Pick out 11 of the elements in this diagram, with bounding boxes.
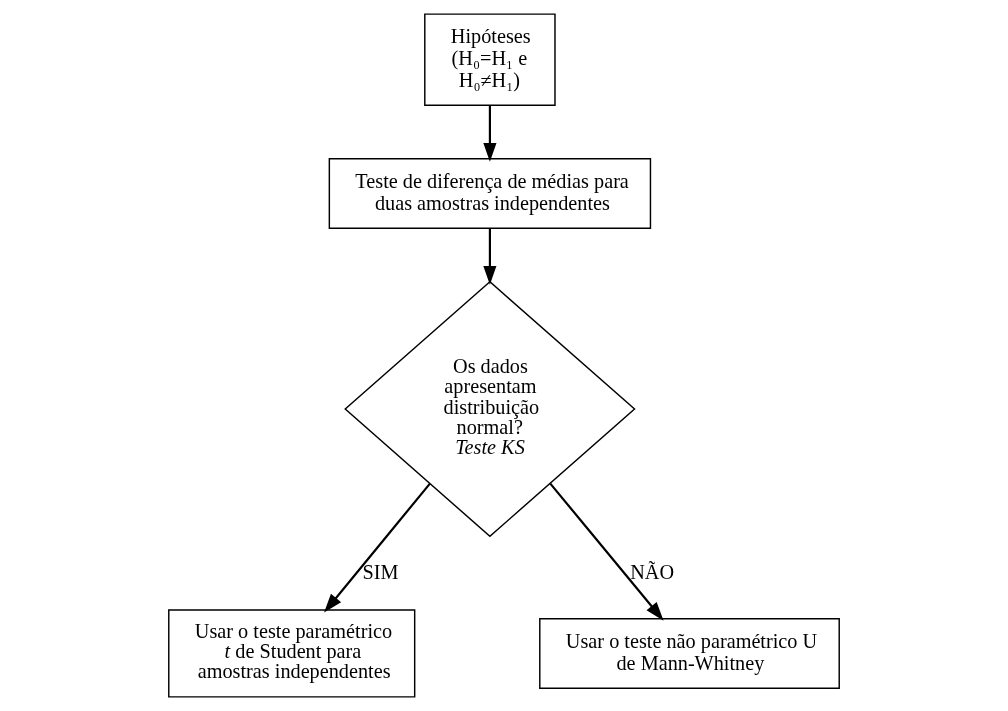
node-box: Hipóteses (H₀=H₁ e H₀≠H₁) [424, 13, 556, 106]
node-box: Usar o teste não paramétrico U de Mann-Whitney [539, 618, 840, 689]
arrow [483, 228, 497, 285]
edge-label: NÃO [630, 560, 675, 583]
arrow [483, 105, 497, 162]
edge-label: SIM [362, 560, 399, 583]
node-box: Usar o teste paramétrico t de Student para amostras independentes [168, 609, 416, 698]
node-box: Teste de diferença de médias para duas amostras independentes [328, 158, 652, 229]
arrow [549, 482, 664, 621]
arrow [324, 482, 431, 613]
node-diamond: Os dados apresentam distribuição normal? Teste KS [344, 280, 636, 538]
